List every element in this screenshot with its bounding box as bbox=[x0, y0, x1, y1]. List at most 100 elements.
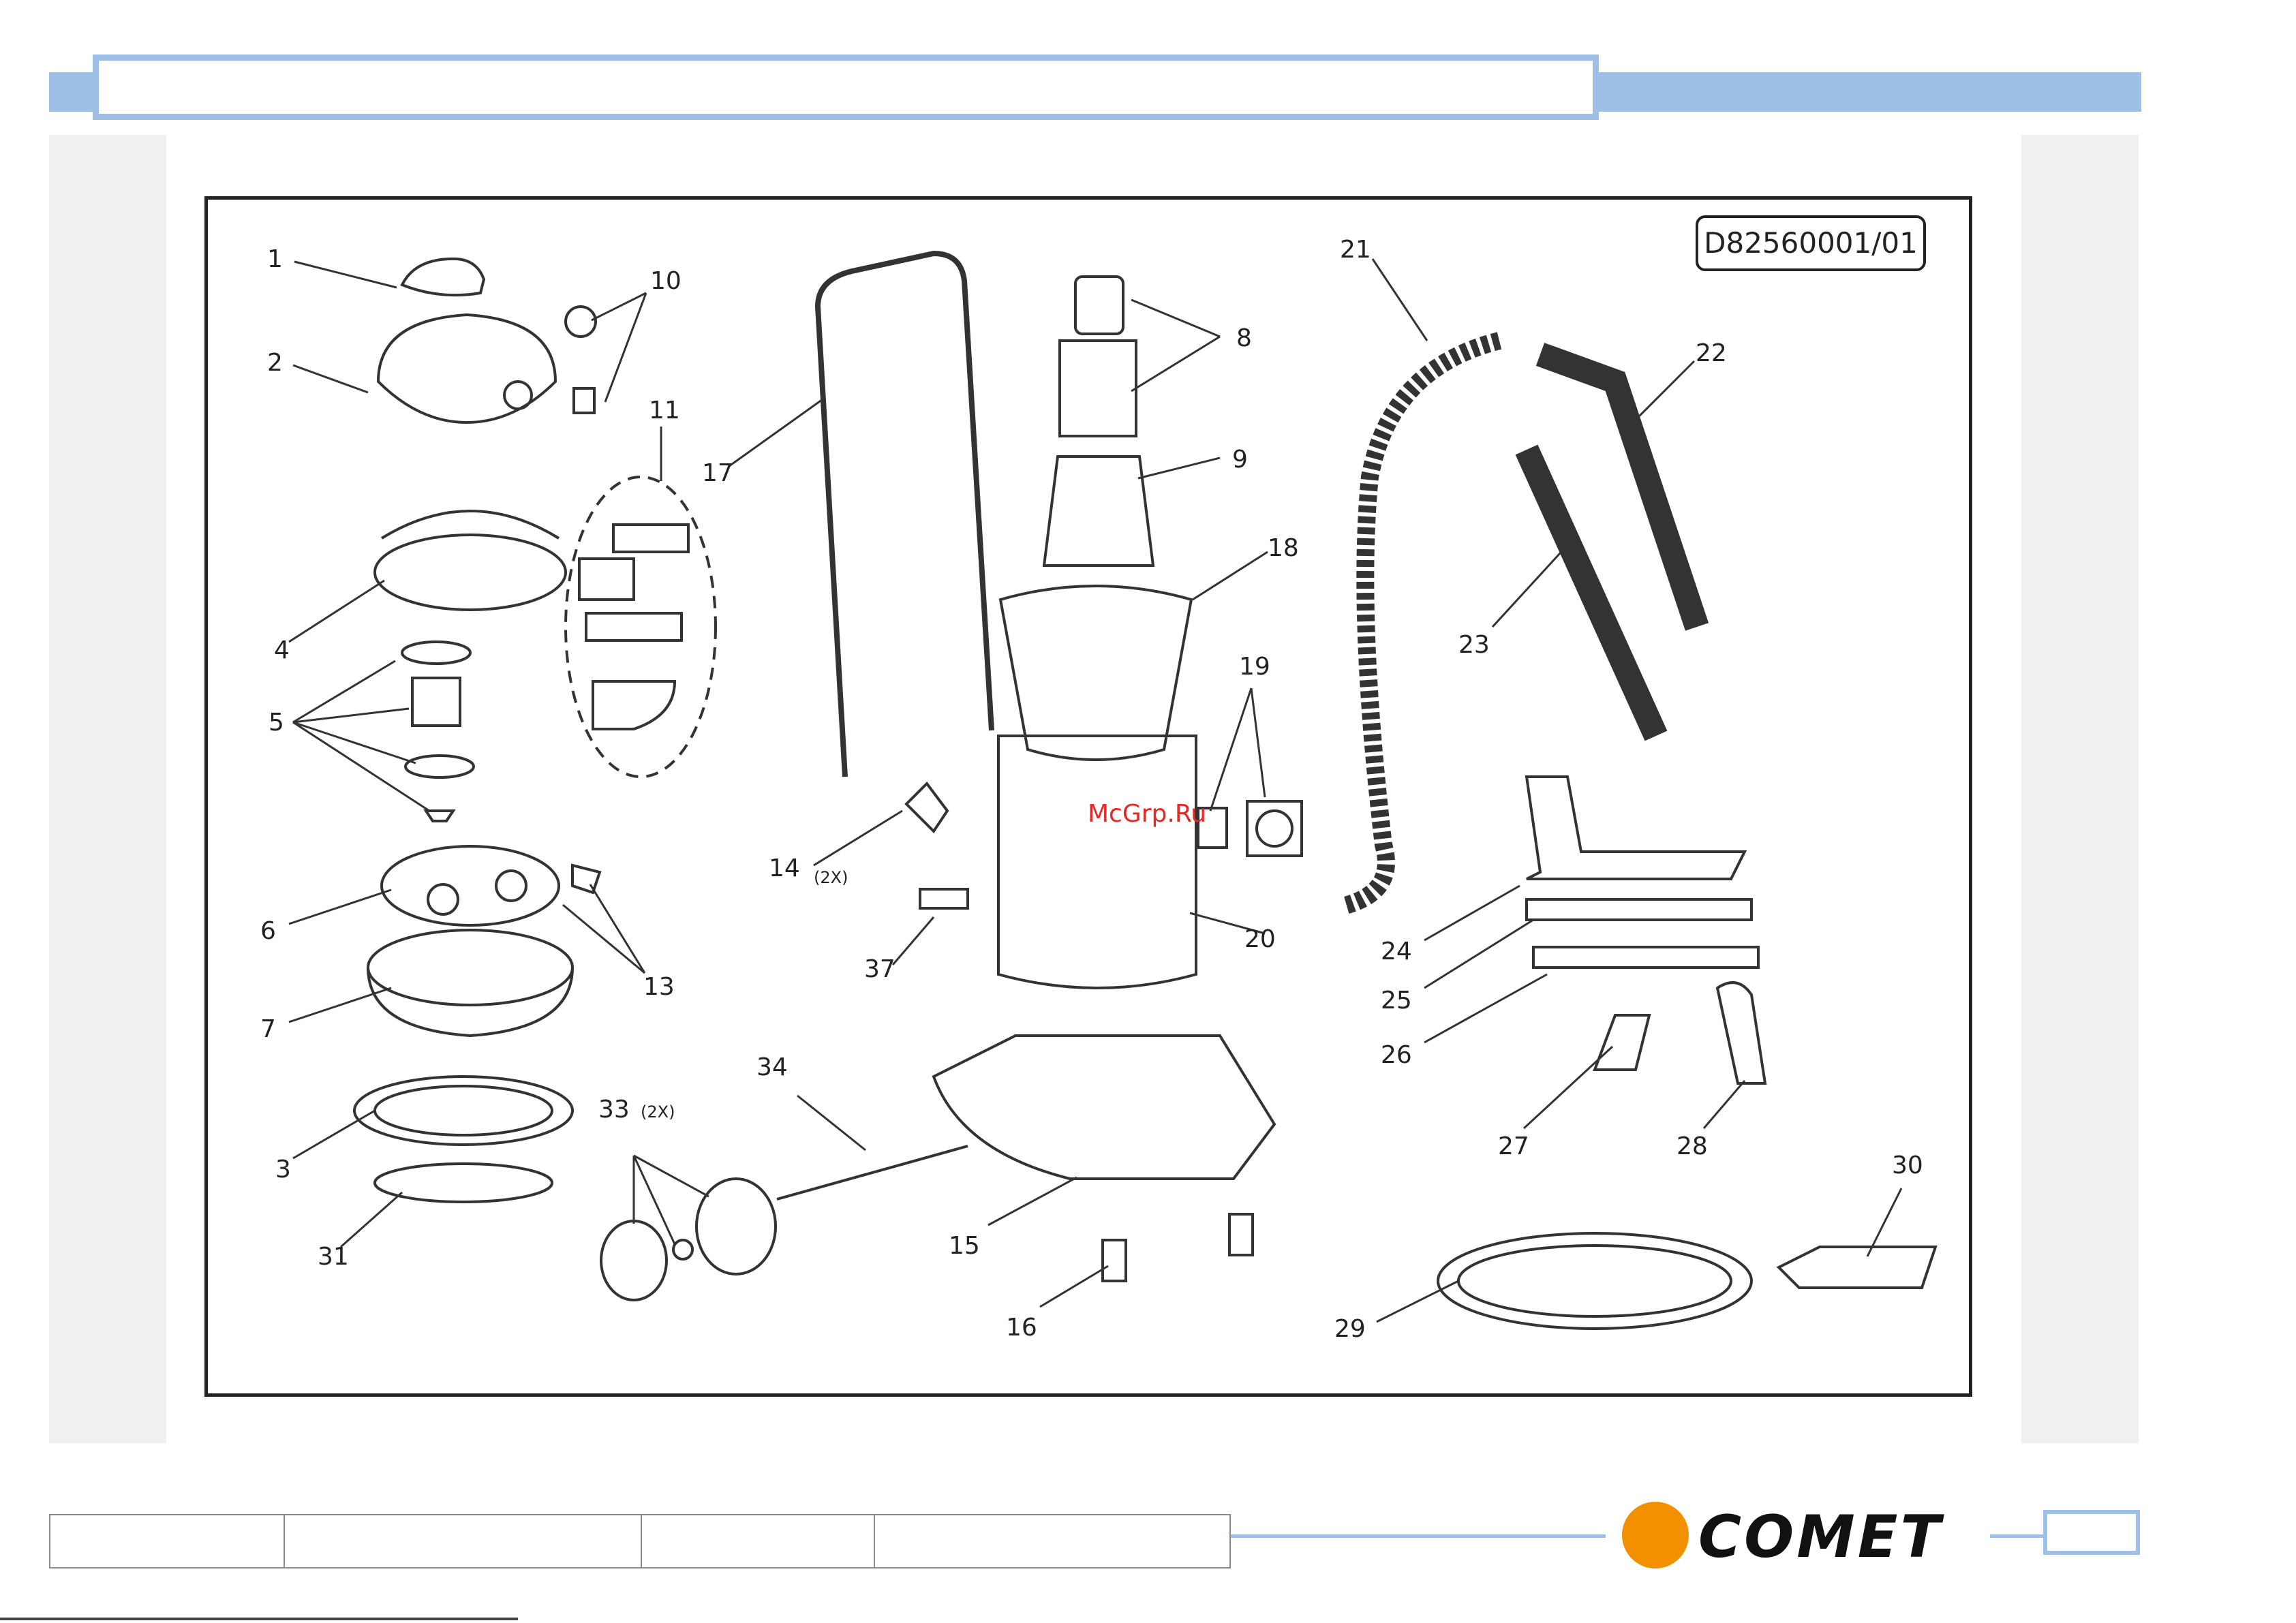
footer-cell-2 bbox=[285, 1515, 642, 1567]
leader-8b bbox=[1131, 337, 1220, 391]
leader-3 bbox=[293, 1111, 375, 1158]
part-29-coil-a bbox=[1438, 1233, 1751, 1329]
part-13-shape bbox=[572, 865, 600, 893]
callout-33: 33 bbox=[598, 1096, 630, 1124]
leader-6 bbox=[289, 890, 391, 924]
part-17-shape bbox=[818, 253, 992, 777]
leader-13b bbox=[563, 905, 645, 973]
footer-cell-3 bbox=[642, 1515, 875, 1567]
part-23-shape bbox=[1527, 450, 1656, 736]
callout-9: 9 bbox=[1232, 446, 1248, 474]
footer-table bbox=[49, 1514, 1231, 1568]
callout-37: 37 bbox=[864, 955, 896, 983]
leader-34 bbox=[797, 1096, 866, 1150]
callout-2: 2 bbox=[267, 349, 283, 377]
part-16-caster-b bbox=[1229, 1214, 1253, 1255]
leader-24 bbox=[1424, 886, 1520, 940]
part-18-shape bbox=[1000, 586, 1191, 760]
callout-28: 28 bbox=[1677, 1132, 1708, 1160]
watermark: McGrp.Ru bbox=[1088, 800, 1206, 828]
callout-5: 5 bbox=[269, 709, 284, 737]
part-30-shape bbox=[1779, 1247, 1935, 1288]
part-2-knob bbox=[504, 382, 532, 409]
part-29-coil-b bbox=[1458, 1246, 1731, 1316]
callout-20: 20 bbox=[1244, 925, 1276, 953]
footer-rule-left bbox=[1231, 1534, 1606, 1538]
callout-21: 21 bbox=[1340, 236, 1371, 264]
part-37-shape bbox=[920, 889, 968, 908]
callout-4: 4 bbox=[274, 636, 290, 664]
part-34-shape bbox=[777, 1146, 968, 1199]
leader-8a bbox=[1131, 300, 1220, 337]
part-25-shape bbox=[1527, 899, 1751, 920]
part-10-shape bbox=[566, 307, 596, 337]
footer-rule-right bbox=[1990, 1534, 2045, 1538]
leader-19b bbox=[1251, 688, 1265, 797]
callout-8: 8 bbox=[1236, 324, 1252, 352]
brand-logo: COMET bbox=[1698, 1503, 1943, 1571]
brand-logo-dot bbox=[1622, 1502, 1689, 1568]
footer-cell-4 bbox=[875, 1515, 1229, 1567]
leader-13a bbox=[590, 884, 645, 973]
part-11-b bbox=[579, 559, 634, 600]
part-27-shape bbox=[1595, 1015, 1649, 1070]
leader-9 bbox=[1138, 458, 1220, 478]
part-33-disc bbox=[601, 1221, 667, 1300]
part-5-ring-a bbox=[402, 642, 470, 664]
part-16-caster-a bbox=[1103, 1240, 1126, 1281]
part-8-cage bbox=[1060, 341, 1136, 436]
part-6-hole-b bbox=[496, 871, 526, 901]
part-11-c bbox=[586, 613, 682, 640]
callout-19: 19 bbox=[1239, 653, 1270, 681]
leader-2 bbox=[293, 365, 368, 392]
callout-17: 17 bbox=[702, 459, 733, 487]
callout-18: 18 bbox=[1268, 534, 1299, 562]
part-8-cap bbox=[1075, 277, 1123, 334]
callout-1: 1 bbox=[267, 245, 283, 273]
part-9-shape bbox=[1044, 457, 1153, 566]
part-6-hole-a bbox=[428, 884, 458, 914]
callout-27: 27 bbox=[1498, 1132, 1529, 1160]
part-7-body bbox=[368, 968, 572, 1036]
callout-30: 30 bbox=[1892, 1151, 1923, 1179]
leader-15 bbox=[988, 1177, 1077, 1225]
part-2-shape bbox=[378, 315, 555, 422]
leader-16 bbox=[1040, 1266, 1108, 1307]
leader-23 bbox=[1493, 545, 1567, 627]
part-24-shape bbox=[1527, 777, 1745, 879]
callout-14: 14 bbox=[769, 854, 800, 882]
leader-33c bbox=[634, 1156, 709, 1196]
leader-4 bbox=[289, 581, 384, 642]
leader-22 bbox=[1626, 361, 1694, 429]
leader-7 bbox=[289, 988, 391, 1022]
part-6-shape bbox=[382, 846, 559, 925]
bottom-rule bbox=[0, 1618, 518, 1620]
leader-1 bbox=[294, 262, 397, 288]
part-11-group bbox=[566, 477, 716, 777]
leader-29 bbox=[1377, 1281, 1458, 1322]
page-number-box bbox=[2043, 1510, 2140, 1555]
callout-16: 16 bbox=[1006, 1314, 1037, 1342]
callout-31: 31 bbox=[318, 1243, 349, 1271]
part-31-shape bbox=[375, 1164, 552, 1202]
qty-33: (2X) bbox=[641, 1102, 675, 1122]
part-3-inner bbox=[375, 1086, 552, 1135]
part-1-shape bbox=[402, 259, 484, 295]
callout-34: 34 bbox=[756, 1053, 788, 1081]
leader-5d bbox=[293, 722, 429, 811]
part-19-b-hole bbox=[1257, 811, 1292, 846]
part-5-body bbox=[412, 678, 460, 726]
leader-17 bbox=[729, 398, 825, 466]
callout-22: 22 bbox=[1696, 339, 1727, 367]
footer-cell-1 bbox=[50, 1515, 285, 1567]
leader-18 bbox=[1193, 552, 1268, 600]
callout-26: 26 bbox=[1381, 1041, 1412, 1069]
callout-24: 24 bbox=[1381, 938, 1412, 965]
callout-23: 23 bbox=[1458, 631, 1490, 659]
part-5-small bbox=[426, 811, 453, 821]
part-7-top bbox=[368, 930, 572, 1005]
leader-28 bbox=[1704, 1081, 1745, 1128]
leader-5c bbox=[293, 722, 416, 763]
leader-21 bbox=[1373, 259, 1427, 341]
